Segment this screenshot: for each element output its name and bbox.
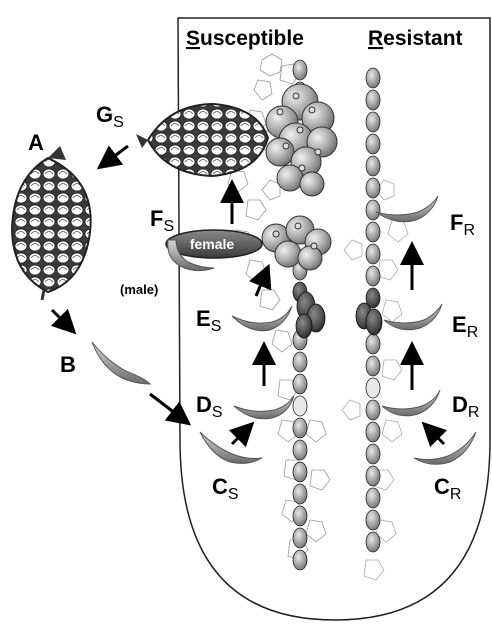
arrow-A-to-B [52, 310, 70, 328]
label-D-susceptible: DS [196, 392, 223, 421]
arrow-C-to-D-susceptible [232, 428, 248, 444]
susceptible-giant-cells-upper [266, 84, 337, 196]
juvenile-E-susceptible [232, 306, 292, 331]
label-D-resistant: DR [452, 392, 479, 421]
resistant-header: Resistant [368, 27, 463, 50]
female-label: female [190, 236, 235, 252]
juvenile-D-resistant [382, 390, 440, 416]
egg-mass-A [12, 146, 91, 300]
egg-mass-A-tip [48, 146, 66, 160]
juvenile-B [92, 342, 150, 384]
label-E-resistant: ER [452, 312, 478, 341]
susceptible-header: Susceptible [186, 27, 304, 50]
label-E-susceptible: ES [196, 306, 221, 335]
label-G: GS [96, 102, 124, 131]
label-F-resistant: FR [450, 210, 475, 239]
juvenile-D-susceptible [234, 396, 294, 419]
juvenile-C-susceptible [200, 432, 262, 463]
label-A: A [28, 130, 44, 155]
juvenile-C-resistant [414, 432, 476, 464]
arrow-E-to-F-susceptible [256, 272, 266, 296]
label-B: B [60, 352, 76, 377]
resistant-necrotic-cells [356, 303, 382, 335]
susceptible-giant-cells-lower [262, 216, 331, 270]
male-label: (male) [120, 282, 158, 297]
arrow-B-to-C [150, 394, 184, 420]
label-C-resistant: CR [434, 474, 461, 503]
arrow-C-to-D-resistant [428, 428, 444, 444]
label-F-susceptible: FS [150, 206, 174, 235]
arrow-G-to-A [104, 146, 128, 164]
juvenile-E-resistant [384, 304, 442, 330]
egg-mass-G [136, 104, 268, 176]
susceptible-feeding-site [296, 292, 325, 338]
label-C-susceptible: CS [212, 474, 239, 503]
